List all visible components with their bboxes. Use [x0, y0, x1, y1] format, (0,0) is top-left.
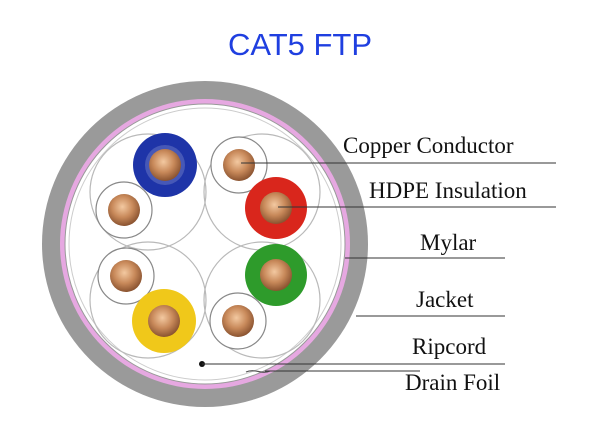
copper-core	[260, 192, 292, 224]
label-ripcord: Ripcord	[412, 334, 487, 359]
drain-foil-wire	[245, 370, 271, 373]
label-copper-conductor: Copper Conductor	[343, 133, 514, 158]
cable-body	[42, 81, 368, 407]
inner-core-outline	[68, 107, 342, 381]
wire-blue	[133, 133, 197, 197]
pair-outline-bottom-right	[203, 241, 321, 359]
copper-core	[108, 194, 140, 226]
pair-outline-top-left	[89, 133, 207, 251]
callout-labels: Copper Conductor HDPE Insulation Mylar J…	[343, 133, 527, 395]
label-hdpe-insulation: HDPE Insulation	[369, 178, 527, 203]
copper-core	[260, 259, 292, 291]
label-jacket: Jacket	[416, 287, 474, 312]
wires	[95, 133, 307, 353]
copper-core	[223, 149, 255, 181]
wire-plain-top-right	[210, 136, 268, 194]
inner-shield-edge	[64, 103, 346, 385]
wire-plain-top-left	[95, 181, 153, 239]
wire-plain-bottom-left	[97, 247, 155, 305]
label-mylar: Mylar	[420, 230, 477, 255]
wire-green	[245, 244, 307, 306]
copper-core	[110, 260, 142, 292]
label-drain-foil: Drain Foil	[405, 370, 500, 395]
copper-core	[222, 305, 254, 337]
copper-core	[148, 305, 180, 337]
leader-lines	[202, 162, 556, 372]
wire-plain-bottom-right	[209, 292, 267, 350]
copper-core	[149, 149, 181, 181]
diagram-title: CAT5 FTP	[228, 27, 372, 62]
wire-yellow	[132, 289, 196, 353]
wire-red	[245, 177, 307, 239]
pair-outlines	[89, 133, 321, 359]
pair-outline-bottom-left	[89, 241, 207, 359]
